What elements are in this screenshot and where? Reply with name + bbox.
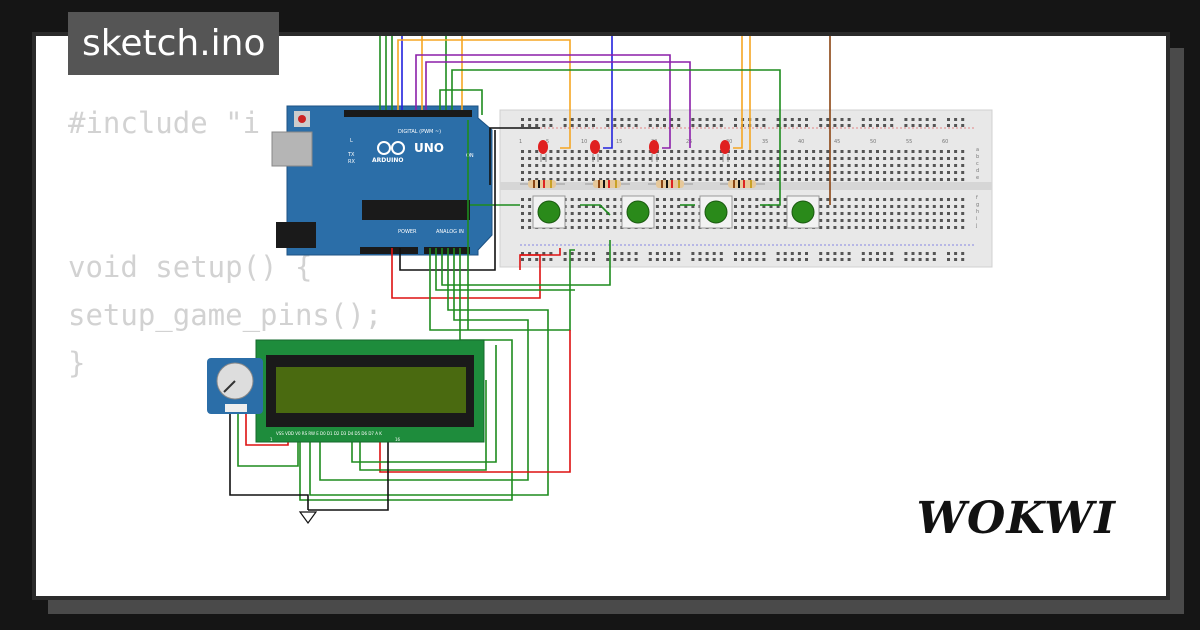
bb-col-5: 5 <box>546 139 549 145</box>
arduino-analog-label: ANALOG IN <box>436 229 464 235</box>
code-line-include: #include "i <box>68 106 261 140</box>
resistor-3[interactable] <box>648 180 693 188</box>
lcd-pin-first: 1 <box>270 437 273 442</box>
wire-green-a5 <box>299 248 513 501</box>
push-button-1[interactable] <box>532 195 566 229</box>
bb-row-f: f <box>976 195 978 201</box>
wire-green-pot <box>237 410 299 467</box>
bb-col-40: 40 <box>798 139 804 145</box>
bb-row-c: c <box>976 161 979 167</box>
wire-red-lcd <box>379 330 571 473</box>
code-line-call: setup_game_pins(); <box>68 298 383 332</box>
wire-purple-2 <box>425 61 691 148</box>
wire-green-loop2 <box>439 89 483 115</box>
led-1[interactable] <box>538 140 548 162</box>
arduino-model-label: UNO <box>414 141 444 155</box>
arduino-uno[interactable]: DIGITAL (PWM ~) UNO ARDUINO TX RX L ON P… <box>271 105 493 256</box>
arduino-digital-label: DIGITAL (PWM ~) <box>398 129 441 135</box>
arduino-rx-label: RX <box>348 159 355 165</box>
bb-col-30: 30 <box>726 139 732 145</box>
resistor-2[interactable] <box>585 180 630 188</box>
bb-col-45: 45 <box>834 139 840 145</box>
led-3[interactable] <box>649 140 659 162</box>
circuit-diagram: 1 5 10 15 20 25 30 35 40 45 50 55 60 a b… <box>207 36 993 525</box>
push-buttons <box>532 195 820 229</box>
code-line-setup: void setup() { <box>68 250 313 284</box>
wire-green-loop <box>451 69 781 206</box>
bb-row-b: b <box>976 154 979 160</box>
arduino-l-label: L <box>350 138 353 144</box>
leds <box>538 140 730 162</box>
wokwi-logo: WOKWI <box>916 493 1116 544</box>
arduino-power-label: POWER <box>398 229 417 235</box>
arduino-logo <box>377 141 391 155</box>
wire-green-lcd-d <box>351 345 497 463</box>
wire-black-pot <box>229 410 309 510</box>
wire-green-lcd-e <box>359 380 487 471</box>
sketch-filename-tag: sketch.ino <box>68 12 280 75</box>
wire-green-btn2 <box>580 204 611 216</box>
lcd-pin-last: 16 <box>395 437 401 442</box>
resistor-1[interactable] <box>520 180 565 188</box>
bb-row-a: a <box>976 147 979 153</box>
lcd-screen <box>276 367 466 413</box>
wire-orange-led1 <box>397 39 571 149</box>
push-button-4[interactable] <box>786 195 820 229</box>
wire-green-a3 <box>309 248 549 496</box>
bb-col-15: 15 <box>616 139 622 145</box>
bb-col-10: 10 <box>581 139 587 145</box>
wire-purple-led3 <box>415 54 671 149</box>
lcd-pin-labels: VSS VDD V0 RS RW E D0 D1 D2 D3 D4 D5 D6 … <box>276 431 382 436</box>
push-button-3[interactable] <box>699 195 733 229</box>
arduino-on-label: ON <box>466 153 474 159</box>
resistors <box>520 180 765 188</box>
preview-card[interactable]: #include "i void setup() { setup_game_pi… <box>32 32 1170 600</box>
potentiometer[interactable] <box>207 358 263 414</box>
wire-orange-led4 <box>733 36 743 149</box>
bb-row-j: j <box>975 223 977 229</box>
bb-col-25: 25 <box>686 139 692 145</box>
wire-green-a1 <box>435 248 575 291</box>
bb-row-g: g <box>976 202 979 208</box>
wires <box>229 36 831 511</box>
bb-col-60: 60 <box>942 139 948 145</box>
wire-blue-led2 <box>603 36 613 149</box>
bb-col-1: 1 <box>519 139 522 145</box>
wire-black-lcd <box>308 440 389 511</box>
wire-black-gnd-bb <box>489 127 540 185</box>
lcd-display[interactable]: VSS VDD V0 RS RW E D0 D1 D2 D3 D4 D5 D6 … <box>255 339 485 443</box>
led-4[interactable] <box>720 140 730 162</box>
resistor-4[interactable] <box>720 180 765 188</box>
power-jack <box>276 222 316 248</box>
breadboard: 1 5 10 15 20 25 30 35 40 45 50 55 60 a b… <box>499 109 993 268</box>
bb-col-35: 35 <box>762 139 768 145</box>
wire-green-a4 <box>319 248 529 481</box>
wire-green-a2 <box>441 240 611 286</box>
bb-row-e: e <box>976 175 979 181</box>
led-2[interactable] <box>590 140 600 162</box>
bb-row-i: i <box>976 216 977 222</box>
ground-symbol <box>298 511 318 525</box>
arduino-brand-label: ARDUINO <box>372 157 403 164</box>
push-button-2[interactable] <box>621 195 655 229</box>
bb-col-55: 55 <box>906 139 912 145</box>
bb-row-h: h <box>976 209 979 215</box>
usb-connector <box>271 131 313 167</box>
wire-red-lcd-a <box>519 248 561 270</box>
code-line-close: } <box>68 346 86 380</box>
bb-row-d: d <box>976 168 979 174</box>
bb-col-50: 50 <box>870 139 876 145</box>
arduino-tx-label: TX <box>347 152 355 158</box>
